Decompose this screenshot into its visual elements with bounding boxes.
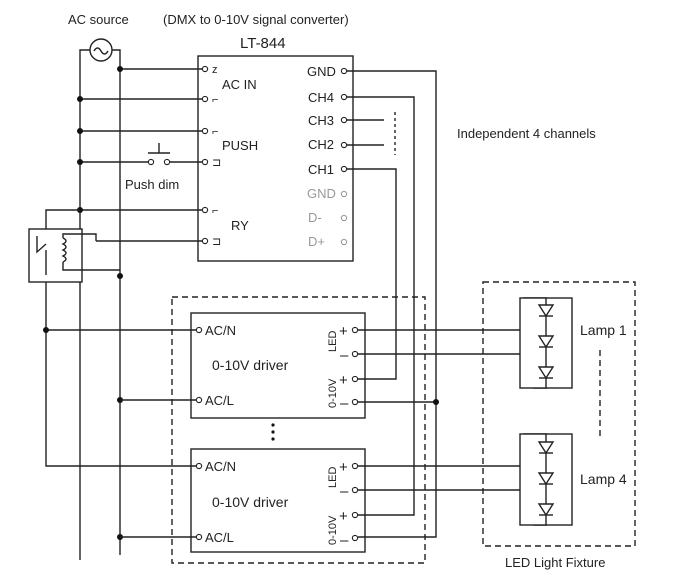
driver-1-led-label: LED <box>327 331 339 352</box>
driver-1-led-plus: + <box>339 323 348 340</box>
driver-group-frame <box>171 296 426 564</box>
ac-in-label: AC IN <box>222 77 257 92</box>
channels-note: Independent 4 channels <box>457 126 596 141</box>
driver-1-name: 0-10V driver <box>212 357 289 373</box>
driver-1-acn-label: AC/N <box>205 323 236 338</box>
ch2-label: CH2 <box>308 137 334 152</box>
lamp-4-label: Lamp 4 <box>580 471 627 487</box>
relay-icon <box>28 209 120 330</box>
driver-2-dim-label: 0-10V <box>327 515 339 545</box>
controller-left-terminals: z ⌐ ⌐ ⊐ ⌐ ⊐ <box>201 64 221 248</box>
dmx-dminus-label: D- <box>308 210 322 225</box>
push-dim-switch <box>147 143 171 166</box>
ac-source-symbol <box>79 38 121 560</box>
driver-1-led-minus: – <box>340 347 349 364</box>
ac-source-label: AC source <box>68 12 129 27</box>
converter-description: (DMX to 0-10V signal converter) <box>163 12 349 27</box>
ch4-label: CH4 <box>308 90 334 105</box>
controller-box <box>197 55 354 262</box>
lamp-1-label: Lamp 1 <box>580 322 627 338</box>
ch3-label: CH3 <box>308 113 334 128</box>
driver-1-dim-minus: – <box>340 395 349 412</box>
push-label: PUSH <box>222 138 258 153</box>
driver-2-acl-label: AC/L <box>205 530 234 545</box>
dmx-dplus-label: D+ <box>308 234 325 249</box>
model-label: LT-844 <box>240 35 286 52</box>
driver-2-led-plus: + <box>339 459 348 476</box>
svg-text:z: z <box>212 64 218 76</box>
ry-label: RY <box>231 218 249 233</box>
driver-2: AC/N AC/L 0-10V driver LED 0-10V + – + – <box>190 448 366 553</box>
dmx-gnd-label: GND <box>307 186 336 201</box>
led-fixture-frame <box>482 281 636 547</box>
svg-text:⌐: ⌐ <box>212 126 218 138</box>
led-output-wiring <box>358 297 547 526</box>
ch1-label: CH1 <box>308 162 334 177</box>
driver-2-name: 0-10V driver <box>212 494 289 510</box>
driver-2-led-minus: – <box>340 483 349 500</box>
driver-1: AC/N AC/L 0-10V driver LED 0-10V + – + – <box>190 312 366 419</box>
left-bus-wiring <box>77 66 202 540</box>
driver-1-dim-label: 0-10V <box>327 378 339 408</box>
driver-2-acn-label: AC/N <box>205 459 236 474</box>
driver-input-wiring <box>43 327 196 538</box>
led-fixture-label: LED Light Fixture <box>505 555 605 570</box>
driver-1-acl-label: AC/L <box>205 393 234 408</box>
driver-2-dim-minus: – <box>340 532 349 549</box>
driver-2-led-label: LED <box>327 467 339 488</box>
gnd-output-label: GND <box>307 64 336 79</box>
driver-1-dim-plus: + <box>339 372 348 389</box>
lamp-4 <box>519 433 573 526</box>
control-signal-wiring <box>347 70 439 538</box>
push-dim-label: Push dim <box>125 177 179 192</box>
svg-text:⌐: ⌐ <box>212 94 218 106</box>
svg-text:⊐: ⊐ <box>212 157 221 169</box>
driver-2-dim-plus: + <box>339 508 348 525</box>
svg-text:⌐: ⌐ <box>212 205 218 217</box>
driver-ellipsis <box>271 423 275 441</box>
svg-text:⊐: ⊐ <box>212 236 221 248</box>
lamp-1 <box>519 297 573 389</box>
